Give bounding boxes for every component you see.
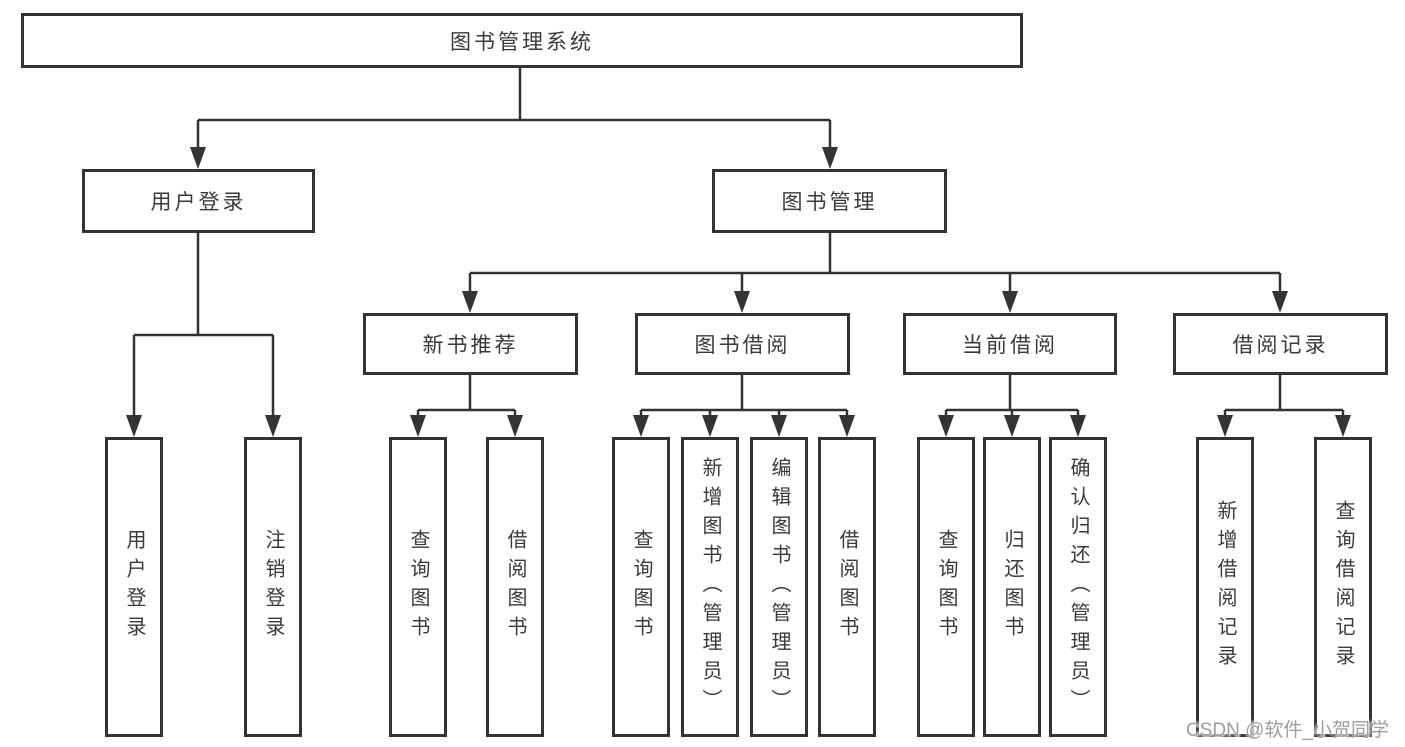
leaf-label: 新增借阅记录: [1214, 500, 1236, 674]
leaf-query-books-recommend: 查询图书: [389, 437, 447, 737]
leaf-label: 查询借阅记录: [1332, 500, 1354, 674]
arrow-heads: [126, 147, 1351, 437]
node-label: 借阅记录: [1232, 334, 1329, 357]
node-book-borrowing: 图书借阅: [635, 313, 850, 375]
leaf-label: 查询图书: [630, 529, 652, 645]
node-current-borrowing: 当前借阅: [903, 313, 1117, 375]
leaf-label: 查询图书: [935, 529, 957, 645]
leaf-query-books-current: 查询图书: [917, 437, 975, 737]
leaf-label: 借阅图书: [836, 529, 858, 645]
node-label: 当前借阅: [962, 334, 1058, 357]
node-label: 图书管理系统: [450, 30, 594, 54]
node-label: 用户登录: [150, 191, 247, 214]
leaf-add-book-admin: 新增图书（管理员）: [681, 437, 739, 737]
leaf-edit-book-admin: 编辑图书（管理员）: [750, 437, 808, 737]
leaf-confirm-return-admin: 确认归还（管理员）: [1049, 437, 1107, 737]
leaf-label: 注销登录: [262, 529, 284, 645]
leaf-label: 确认归还（管理员）: [1067, 456, 1089, 718]
node-new-book-recommendation: 新书推荐: [363, 313, 578, 375]
leaf-query-borrow-record: 查询借阅记录: [1314, 437, 1372, 737]
leaf-borrow-books-borrowing: 借阅图书: [818, 437, 876, 737]
leaf-label: 归还图书: [1001, 529, 1023, 645]
leaf-user-login: 用户登录: [105, 437, 163, 737]
csdn-watermark: CSDN @软件_小贺同学: [1186, 720, 1389, 741]
leaf-return-book: 归还图书: [983, 437, 1041, 737]
node-label: 新书推荐: [422, 334, 519, 357]
node-label: 图书借阅: [694, 334, 791, 357]
node-label: 图书管理: [781, 191, 878, 214]
leaf-add-borrow-record: 新增借阅记录: [1196, 437, 1254, 737]
leaf-label: 编辑图书（管理员）: [768, 456, 790, 718]
leaf-label: 新增图书（管理员）: [699, 456, 721, 718]
leaf-label: 用户登录: [123, 529, 145, 645]
node-user-login: 用户登录: [82, 169, 315, 233]
leaf-query-books-borrowing: 查询图书: [612, 437, 670, 737]
leaf-label: 查询图书: [407, 529, 429, 645]
node-borrowing-records: 借阅记录: [1173, 313, 1388, 375]
node-library-management-system: 图书管理系统: [21, 13, 1023, 68]
leaf-label: 借阅图书: [504, 529, 526, 645]
leaf-logout: 注销登录: [244, 437, 302, 737]
leaf-borrow-books-recommend: 借阅图书: [486, 437, 544, 737]
node-book-management: 图书管理: [712, 169, 947, 233]
